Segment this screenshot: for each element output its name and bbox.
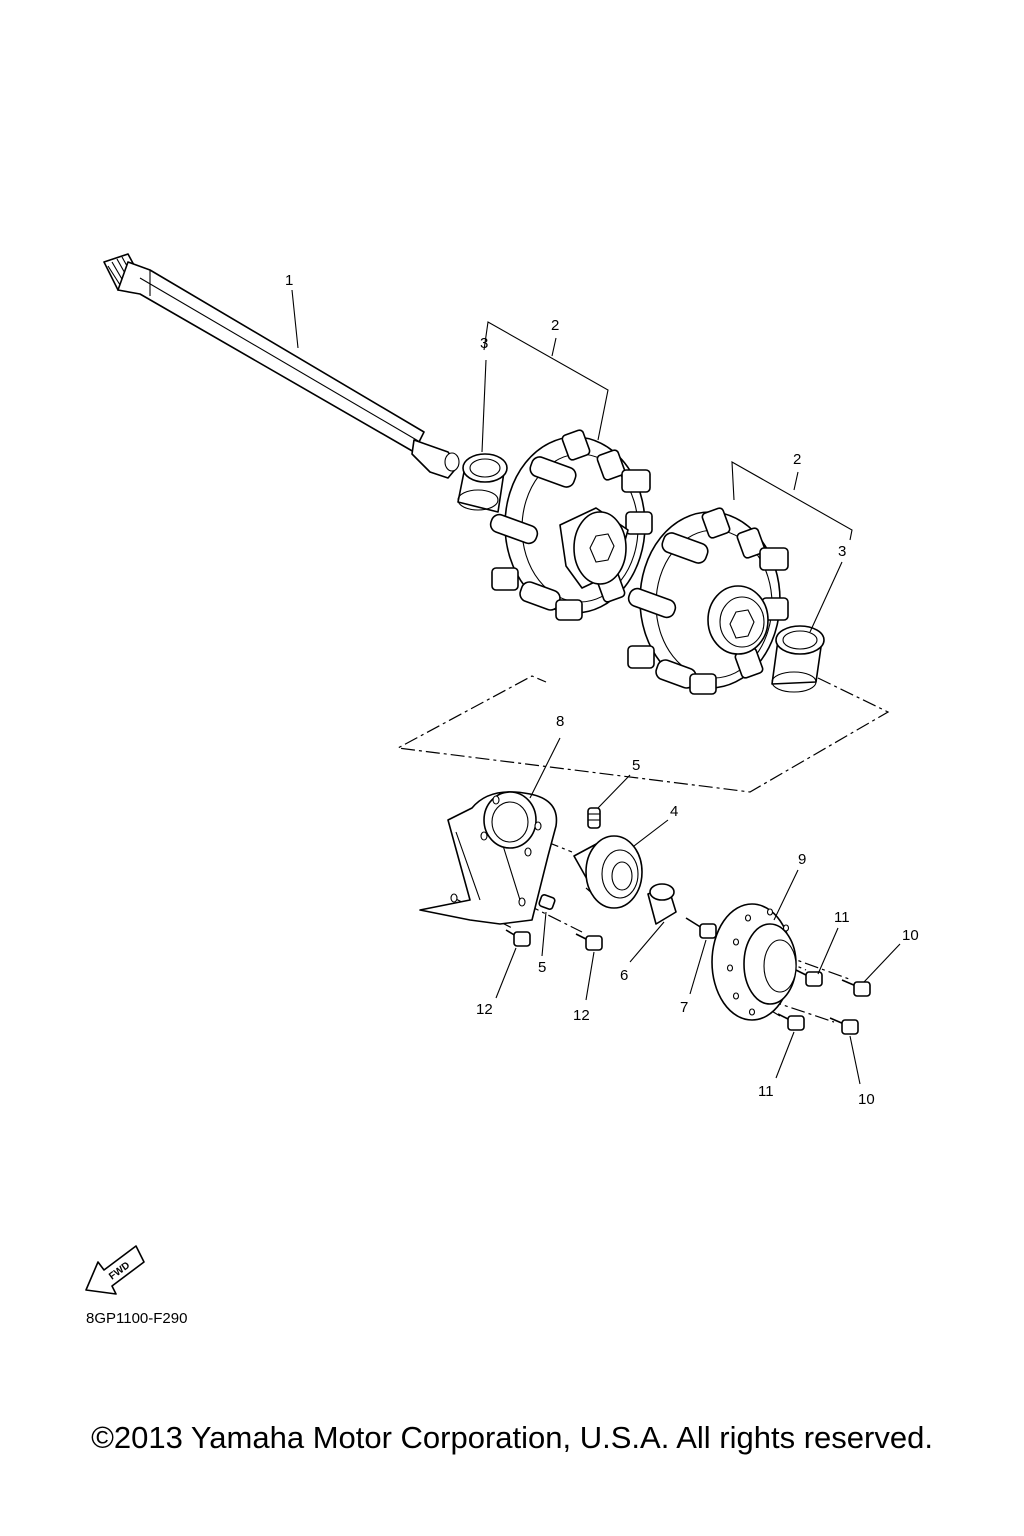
sprocket-right	[627, 507, 789, 695]
callout-bolt-11-top: 11	[834, 909, 850, 926]
set-screw-bottom	[538, 894, 556, 910]
callout-bolt-11-bottom: 11	[758, 1083, 774, 1100]
fwd-arrow-icon: FWD	[85, 1245, 145, 1295]
callout-bolt-10-top: 10	[902, 927, 919, 944]
bolt-10-bottom	[829, 1017, 859, 1035]
collar-left	[457, 453, 508, 513]
bolt-12-left	[505, 929, 531, 947]
callout-housing: 8	[556, 713, 564, 730]
set-screw-top	[587, 807, 601, 829]
bearing	[573, 835, 643, 909]
callout-labels: 1 2 3 2 3 8 5 4 9 11 10 5 6 7 12 12 11 1…	[285, 272, 919, 1108]
spacer	[647, 883, 677, 925]
bolt-7	[685, 917, 717, 939]
callout-bolt-12-right: 12	[573, 1007, 590, 1024]
sprocket-left	[489, 429, 653, 621]
bolt-11-bottom	[777, 1013, 805, 1031]
bolt-12-right	[575, 933, 603, 951]
drive-shaft	[103, 253, 460, 479]
callout-collar-left: 3	[480, 335, 488, 352]
callout-bolt-12-left: 12	[476, 1001, 493, 1018]
callout-plate: 9	[798, 851, 806, 868]
callout-collar-right: 3	[838, 543, 846, 560]
leader-lines	[291, 289, 901, 1085]
bolt-11-top	[795, 969, 823, 987]
callout-shaft: 1	[285, 272, 293, 289]
copyright-notice: ©2013 Yamaha Motor Corporation, U.S.A. A…	[91, 1420, 933, 1455]
callout-bearing: 4	[670, 803, 678, 820]
callout-sprocket-right: 2	[793, 451, 801, 468]
callout-spacer: 6	[620, 967, 628, 984]
callout-bolt-7: 7	[680, 999, 688, 1016]
reference-code: 8GP1100-F290	[86, 1310, 188, 1327]
bolt-10-top	[841, 979, 871, 997]
callout-set-screw-top: 5	[632, 757, 640, 774]
collar-right	[771, 625, 825, 693]
callout-sprocket-left: 2	[551, 317, 559, 334]
callout-set-screw-bottom: 5	[538, 959, 546, 976]
callout-bolt-10-bottom: 10	[858, 1091, 875, 1108]
bearing-housing	[419, 791, 558, 925]
flange-plate	[711, 903, 797, 1021]
